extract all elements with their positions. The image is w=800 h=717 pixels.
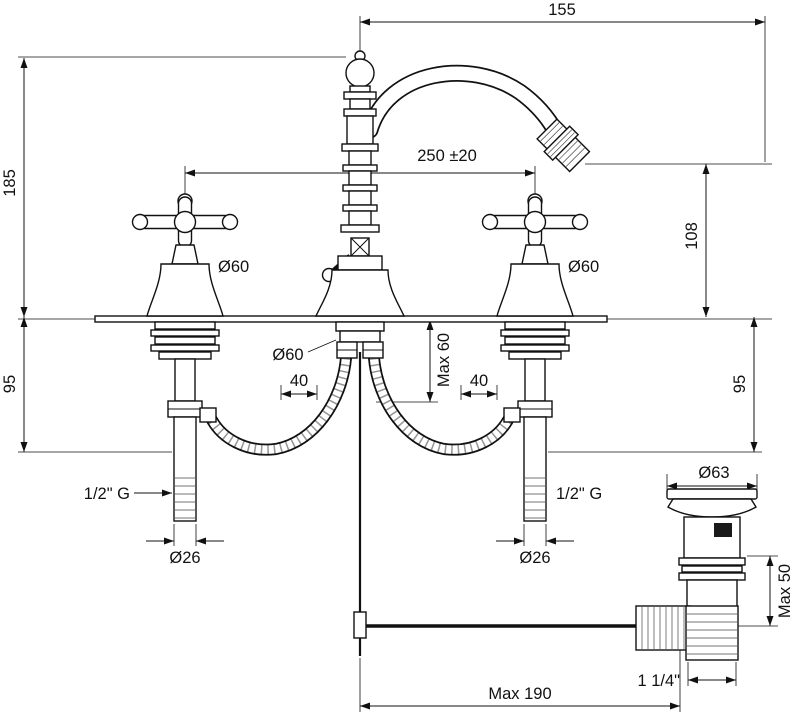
right-handle xyxy=(481,193,589,317)
deck-plate xyxy=(94,315,608,323)
dim-left-tail-dia-label: Ø26 xyxy=(169,549,200,567)
rod-clamp xyxy=(353,611,367,639)
dim-max-deck-label: Max 60 xyxy=(435,333,453,387)
waste-flange xyxy=(666,488,758,500)
popup-rod xyxy=(353,352,638,656)
faucet-drawing xyxy=(94,50,758,661)
left-handle-bell xyxy=(146,263,224,317)
dim-spout-height-label: 108 xyxy=(683,222,701,250)
knurled-nut xyxy=(635,605,691,651)
right-hose xyxy=(368,352,514,456)
left-hose xyxy=(206,352,352,456)
dim-right-under-deck-label: 95 xyxy=(731,375,749,393)
dim-left-offset-label: 40 xyxy=(290,372,308,390)
left-handle xyxy=(131,193,239,317)
dim-left-thread-label: 1/2" G xyxy=(84,485,130,503)
dim-right-offset-label: 40 xyxy=(470,372,488,390)
dim-waste-max-label: Max 50 xyxy=(776,564,794,618)
overflow-slot xyxy=(714,523,732,537)
left-shank xyxy=(150,321,220,522)
column-base-bell xyxy=(314,269,406,317)
dim-hole-centers-label: 250 ±20 xyxy=(417,147,477,165)
dim-rod-reach-label: Max 190 xyxy=(488,685,551,703)
right-shank xyxy=(500,321,570,522)
right-tailpiece xyxy=(523,416,547,522)
left-tailpiece xyxy=(173,416,197,522)
waste-tail xyxy=(685,605,739,661)
spout-column xyxy=(314,50,591,317)
right-handle-bell xyxy=(496,263,574,317)
left-handle-hub xyxy=(173,210,197,234)
popup-waste xyxy=(635,488,758,661)
dim-waste-flange-dia-label: Ø63 xyxy=(698,464,729,482)
centre-underbody xyxy=(335,321,385,359)
finial-ball xyxy=(345,58,375,88)
dim-body-dia-label: Ø60 xyxy=(272,346,303,364)
right-handle-hub xyxy=(523,210,547,234)
dim-spout-reach-label: 155 xyxy=(548,1,576,19)
dim-right-tail-dia-label: Ø26 xyxy=(519,549,550,567)
dim-total-height-label: 185 xyxy=(1,169,19,197)
aerator xyxy=(536,118,591,173)
dim-left-under-deck-label: 95 xyxy=(1,375,19,393)
dim-waste-thread-label: 1 1/4" xyxy=(637,672,680,690)
dim-left-handle-dia-label: Ø60 xyxy=(218,258,249,276)
dim-right-handle-dia-label: Ø60 xyxy=(568,258,599,276)
dim-right-thread-label: 1/2" G xyxy=(556,485,602,503)
